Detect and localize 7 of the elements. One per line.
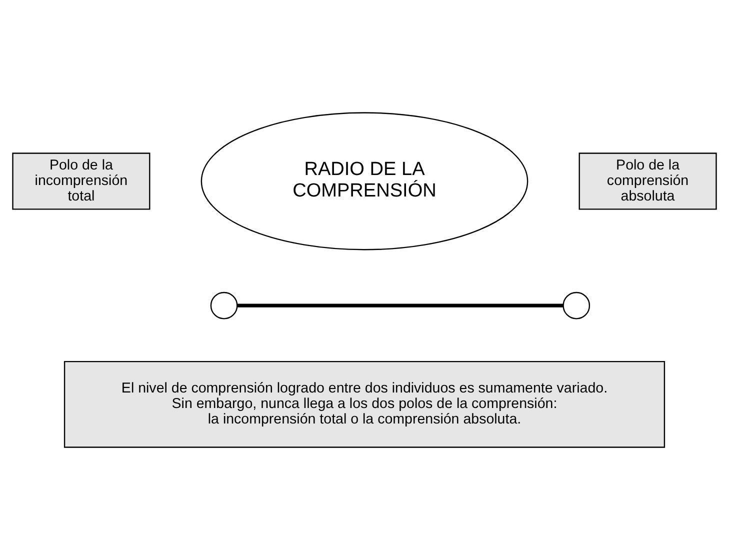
node-box: Polo de la incomprensión total (12, 152, 150, 210)
node-box: El nivel de comprensión logrado entre dos individuos es sumamente variado. Sin embargo, nunca llega a los dos polos de la comprensión: la incomprensión total o la comprensión absoluta. (64, 360, 666, 448)
node-ellipse: RADIO DE LA COMPRENSIÓN (200, 112, 528, 250)
node-circle (210, 291, 238, 319)
node-box: Polo de la comprensión absoluta (578, 152, 717, 210)
connector (237, 303, 564, 307)
node-circle (562, 291, 590, 319)
